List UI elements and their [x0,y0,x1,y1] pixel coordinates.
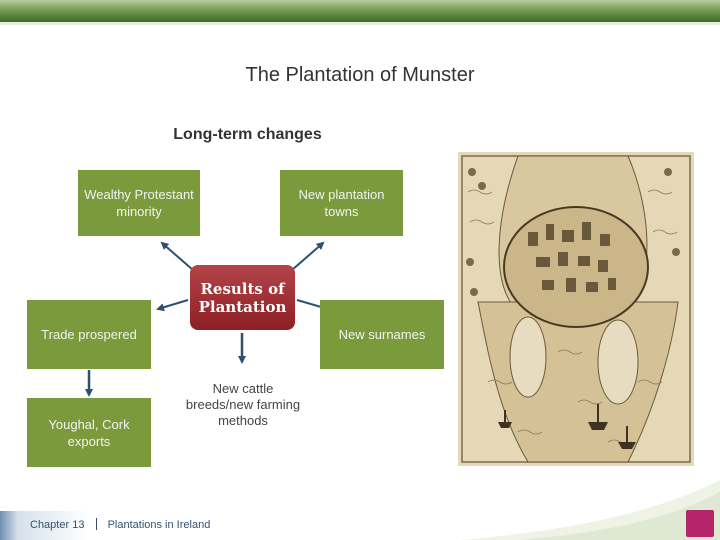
footer-topic: Plantations in Ireland [107,519,211,531]
slide-title: The Plantation of Munster [245,64,475,86]
footer-tab [0,511,210,540]
footer-separator [95,518,97,530]
box-trade-prospered: Trade prospered [27,300,151,369]
box-plantation-towns: New plantation towns [280,170,403,236]
footer-chapter-label: Chapter [30,519,70,531]
corner-decoration [460,480,720,540]
top-banner-rule [0,22,720,25]
box-new-surnames: New surnames [320,300,444,369]
publisher-logo [686,510,714,537]
arrow-to-wealthy [160,241,194,271]
arrow-to-towns [291,241,325,271]
slide-subtitle: Long-term changes [173,126,322,143]
text-cattle-breeds: New cattle breeds/new farming methods [185,381,301,428]
arrow-to-trade [156,299,189,312]
box-exports: Youghal, Cork exports [27,398,151,467]
box-wealthy-minority: Wealthy Protestant minority [78,170,200,236]
historic-city-map-image [458,152,694,466]
footer-chapter-number: 13 [72,519,85,531]
results-of-plantation-box: Results of Plantation [190,265,295,330]
footer: Chapter 13 Plantations in Ireland [30,518,210,531]
top-banner [0,0,720,22]
